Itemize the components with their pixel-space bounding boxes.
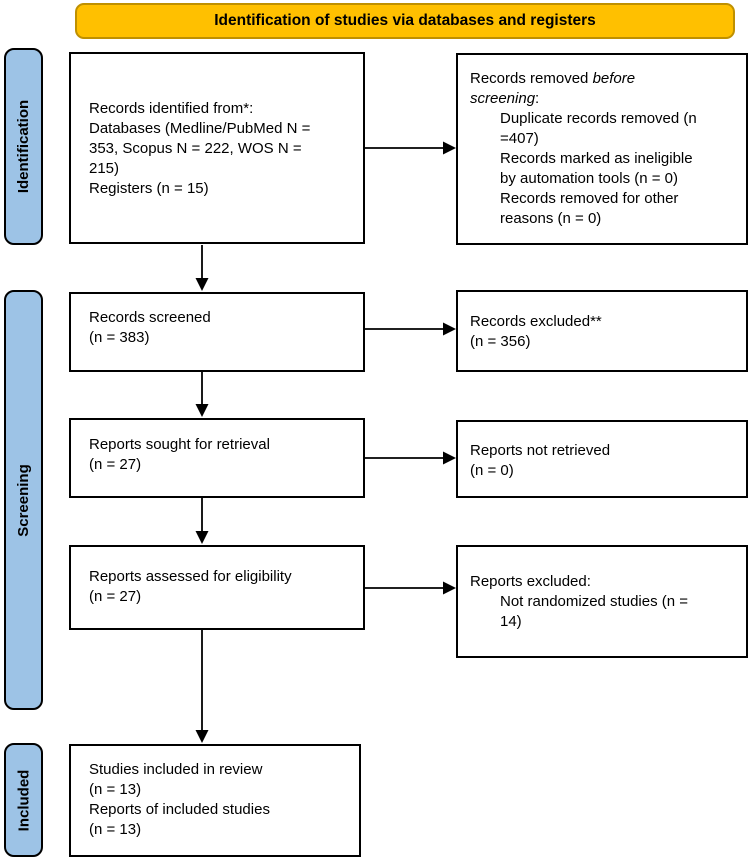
box-studies-included: Studies included in review (n = 13) Repo… [69, 744, 361, 857]
text-line: (n = 383) [89, 329, 150, 346]
text-line: Records removed before [470, 69, 740, 89]
stage-label-text: Identification [15, 99, 32, 194]
text-line: Not randomized studies (n = [500, 593, 689, 610]
stage-label-screening: Screening [4, 290, 43, 710]
text-line: reasons (n = 0) [500, 210, 602, 227]
down-arrow-assessed-to-included [195, 630, 209, 743]
down-arrow-identified-to-screened [195, 245, 209, 291]
text-line: 353, Scopus N = 222, WOS N = [89, 140, 302, 157]
stage-label-included: Included [4, 743, 43, 857]
text-line: Records identified from*: [89, 100, 254, 117]
text-line: Reports sought for retrieval [89, 436, 270, 453]
text-line: Databases (Medline/PubMed N = [89, 120, 311, 137]
right-arrow-screened-to-excluded [365, 322, 456, 336]
box-reports-sought: Reports sought for retrieval (n = 27) [69, 418, 365, 498]
text-line: Studies included in review [89, 761, 263, 778]
right-arrow-identified-to-removed [365, 141, 456, 155]
text-line: Reports of included studies [89, 801, 270, 818]
box-records-identified: Records identified from*: Databases (Med… [69, 52, 365, 244]
banner: Identification of studies via databases … [75, 3, 735, 39]
text-line: (n = 13) [89, 781, 142, 798]
down-arrow-screened-to-sought [195, 372, 209, 417]
text-line: screening: [470, 89, 740, 109]
text-line: Registers (n = 15) [89, 180, 209, 197]
text-part: : [535, 90, 540, 107]
box-records-removed-before-screening: Records removed before screening: Duplic… [456, 53, 748, 245]
right-arrow-assessed-to-reports-excluded [365, 581, 456, 595]
text-line: by automation tools (n = 0) [500, 170, 679, 187]
right-arrow-sought-to-not-retrieved [365, 451, 456, 465]
stage-label-text: Screening [15, 463, 32, 537]
text-line: (n = 27) [89, 588, 142, 605]
text-line: (n = 27) [89, 456, 142, 473]
text-line: Records removed for other [500, 190, 679, 207]
text-part-italic: screening [470, 90, 536, 107]
stage-label-text: Included [15, 769, 33, 831]
box-reports-not-retrieved: Reports not retrieved (n = 0) [456, 420, 748, 498]
text-line: 14) [500, 613, 522, 630]
banner-title: Identification of studies via databases … [214, 12, 596, 29]
box-reports-assessed: Reports assessed for eligibility (n = 27… [69, 545, 365, 630]
text-part-italic: before [592, 70, 636, 87]
box-records-excluded: Records excluded** (n = 356) [456, 290, 748, 372]
text-line: Records marked as ineligible [500, 150, 693, 167]
text-line: (n = 356) [470, 333, 531, 350]
text-line: Duplicate records removed (n [500, 110, 697, 127]
text-part: Records removed [470, 70, 593, 87]
text-line: Reports excluded: [470, 573, 591, 590]
down-arrow-sought-to-assessed [195, 498, 209, 544]
box-records-screened: Records screened (n = 383) [69, 292, 365, 372]
stage-label-identification: Identification [4, 48, 43, 245]
text-line: Reports not retrieved [470, 442, 611, 459]
box-reports-excluded: Reports excluded: Not randomized studies… [456, 545, 748, 658]
text-line: (n = 0) [470, 462, 514, 479]
text-line: =407) [500, 130, 539, 147]
text-line: (n = 13) [89, 821, 142, 838]
text-line: 215) [89, 160, 120, 177]
text-line: Records excluded** [470, 313, 602, 330]
text-line: Reports assessed for eligibility [89, 568, 292, 585]
text-line: Records screened [89, 309, 211, 326]
